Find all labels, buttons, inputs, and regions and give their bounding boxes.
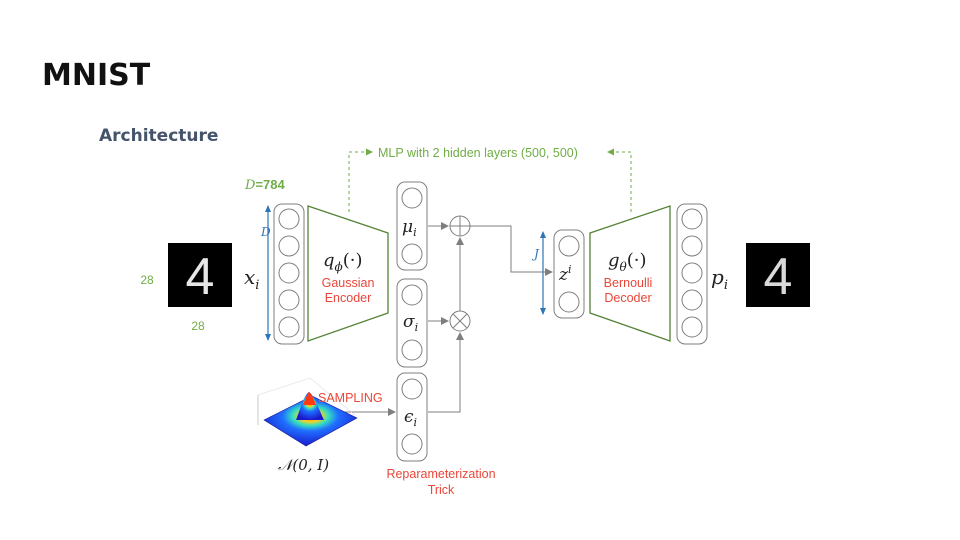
decoder-name-line1: Bernoulli [604,276,653,290]
sigma-label: σi [403,312,418,334]
input-axis-label: D [260,225,271,239]
mlp-note: MLP with 2 hidden layers (500, 500) [348,146,632,212]
image-width-label: 28 [191,319,205,333]
image-height-label: 28 [140,273,154,287]
latent-dimension-axis: J [531,231,546,315]
output-digit-image: 4 [746,243,810,307]
svg-text:4: 4 [186,248,215,306]
reparameterization-label-line1: Reparameterization [386,467,495,481]
plus-operator-icon [449,215,471,237]
output-layer [676,203,708,345]
input-layer [273,203,305,345]
encoder-name-line1: Gaussian [322,276,375,290]
decoder-function: gθ(·) [608,250,647,274]
epsilon-layer: ϵi [396,372,428,462]
section-title: Architecture [99,126,219,146]
input-dimension-label: D=784 [244,177,285,193]
input-variable-label: xi [244,265,259,293]
epsilon-label: ϵi [404,407,417,429]
latent-axis-label: J [531,247,540,261]
sigma-layer: σi [396,278,428,368]
encoder-function: qϕ(·) [323,250,363,274]
svg-text:4: 4 [764,248,793,306]
output-variable-label: pi [711,265,728,293]
normal-distribution-label: 𝒩(0, I) [278,456,329,474]
input-digit-image: 4 [168,243,232,307]
slide-title: MNIST [42,58,151,93]
encoder-name-line2: Encoder [325,291,372,305]
connector-arrows [336,222,553,416]
gaussian-encoder: qϕ(·) Gaussian Encoder [307,205,389,342]
reparameterization-label-line2: Trick [428,483,455,497]
mu-label: μi [402,217,417,239]
times-operator-icon [449,310,471,332]
latent-label: zi [558,263,572,285]
latent-layer: zi [553,229,585,319]
sampling-label: SAMPLING [318,391,383,405]
input-dimension-axis: D [260,205,271,341]
decoder-name-line2: Decoder [604,291,651,305]
gaussian-surface-plot [257,377,358,447]
bernoulli-decoder: gθ(·) Bernoulli Decoder [589,205,671,342]
mlp-note-label: MLP with 2 hidden layers (500, 500) [378,146,578,160]
mu-layer: μi [396,181,428,271]
